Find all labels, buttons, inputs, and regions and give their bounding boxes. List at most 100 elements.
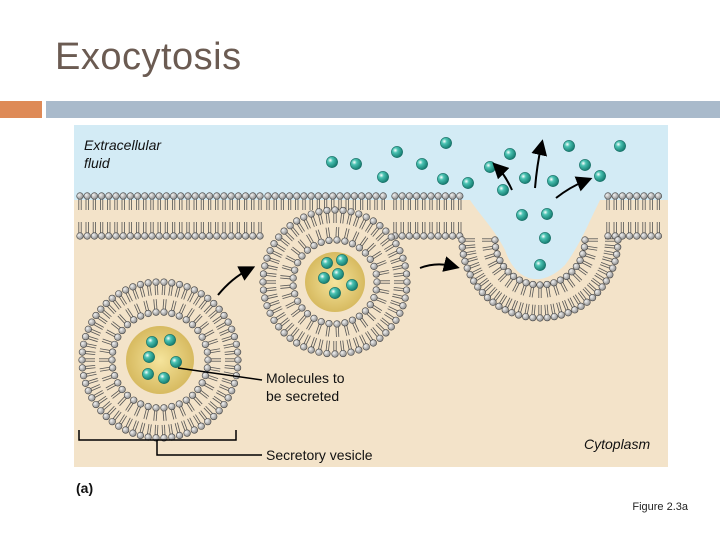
vesicle-lipid xyxy=(92,311,108,325)
vesicle-lipid xyxy=(201,338,219,349)
vesicle-lipid xyxy=(182,308,195,324)
title-accent-bar xyxy=(0,101,42,118)
membrane-lipid xyxy=(633,192,641,210)
vesicle-lipid xyxy=(122,286,133,303)
vesicle-lipid xyxy=(143,402,152,420)
vesicle-lipid xyxy=(181,283,191,300)
vesicle-lipid xyxy=(370,294,387,304)
released-molecule xyxy=(484,161,496,173)
vesicle-lipid xyxy=(390,254,407,265)
vesicle-lipid xyxy=(223,340,241,349)
pocket-lipid xyxy=(529,304,537,322)
vesicle-lipid xyxy=(280,282,297,290)
vesicle-lipid xyxy=(99,348,117,356)
vesicle-lipid xyxy=(129,420,139,437)
vesicle-lipid xyxy=(92,395,108,409)
pocket-lipid xyxy=(536,281,544,298)
vesicle-lipid xyxy=(160,404,168,421)
vesicle-lipid xyxy=(286,222,300,237)
vesicle-lipid xyxy=(315,229,325,246)
pocket-lipid xyxy=(550,279,560,296)
membrane-lipid xyxy=(141,222,149,240)
pocket-molecule xyxy=(534,259,546,271)
pocket-lipid xyxy=(492,262,508,276)
membrane-lipid xyxy=(83,192,91,210)
membrane-lipid xyxy=(177,222,185,240)
vesicle-lipid xyxy=(390,299,407,310)
molecules-leader-line xyxy=(177,367,263,381)
pocket-lipid xyxy=(458,243,476,251)
vesicle-lipid xyxy=(134,303,145,320)
released-molecule xyxy=(563,140,575,152)
membrane-lipid xyxy=(97,222,106,240)
vesicle-lipid xyxy=(117,391,132,406)
membrane-lipid xyxy=(191,222,199,240)
pocket-lipid xyxy=(463,261,480,272)
pocket-lipid xyxy=(458,236,475,244)
vesicle-lipid xyxy=(355,236,369,252)
vesicle-lipid xyxy=(194,321,210,335)
membrane-lipid xyxy=(420,222,428,240)
vesicle-lipid xyxy=(188,314,203,329)
vesicle-lipid xyxy=(203,364,221,372)
vesicle-molecule xyxy=(346,279,358,291)
vesicle-molecule xyxy=(142,368,154,380)
membrane-lipid xyxy=(76,192,84,210)
vesicle-lipid xyxy=(361,242,376,257)
membrane-lipid xyxy=(227,222,235,240)
vesicle-lipid xyxy=(281,290,299,300)
membrane-lipid xyxy=(119,192,127,210)
pocket-lipid xyxy=(504,272,518,288)
vesicle-lipid xyxy=(392,262,409,271)
vesicle-lipid xyxy=(341,228,350,245)
membrane-lipid xyxy=(625,192,634,210)
membrane-lipid xyxy=(405,192,414,210)
vesicle-lipid xyxy=(99,364,117,372)
pocket-lipid xyxy=(520,279,530,296)
vesicle-molecule xyxy=(158,372,170,384)
membrane-lipid xyxy=(293,192,301,210)
pocket-lipid xyxy=(605,236,622,244)
membrane-lipid xyxy=(372,192,380,210)
vesicle-lipid xyxy=(224,364,242,372)
vesicle-lipid xyxy=(81,377,99,387)
vesicle-lipid xyxy=(208,401,223,415)
pocket-lipid xyxy=(562,272,576,288)
vesicle-lipid xyxy=(361,307,376,322)
membrane-lipid xyxy=(413,192,421,210)
vesicle-lipid xyxy=(208,305,223,319)
plasma-membrane xyxy=(76,192,663,322)
vesicle-lipid xyxy=(352,210,363,227)
vesicle-lipid xyxy=(115,414,127,430)
membrane-lipid xyxy=(112,192,120,210)
vesicle-lipid xyxy=(355,312,369,328)
vesicle-lipid xyxy=(152,299,160,316)
vesicle-lipid xyxy=(339,206,347,224)
label-molecules-line1: Molecules to xyxy=(266,370,345,386)
vesicle-lipid xyxy=(97,401,112,415)
membrane-lipid xyxy=(427,192,435,210)
membrane-lipid xyxy=(350,192,359,210)
vesicle-lipid xyxy=(307,337,318,354)
slide-title: Exocytosis xyxy=(55,36,242,78)
vesicle-molecule xyxy=(164,334,176,346)
vesicle-lipid xyxy=(168,402,177,420)
arrow-release-up xyxy=(531,139,548,189)
vesicle-lipid xyxy=(81,333,99,343)
membrane-lipid xyxy=(76,222,84,240)
pocket-lipid xyxy=(482,243,500,251)
vesicle-lipid xyxy=(384,240,400,252)
vesicle-lipid xyxy=(370,222,384,237)
pocket-molecule xyxy=(539,232,551,244)
pocket-lipid xyxy=(561,300,572,317)
docking-vesicle xyxy=(259,206,411,358)
membrane-lipid xyxy=(441,222,450,240)
arrow-release-right xyxy=(555,176,593,199)
vesicle-lipid xyxy=(201,371,219,382)
vesicle-lipid xyxy=(79,340,97,349)
released-molecule xyxy=(594,170,606,182)
pocket-lipid xyxy=(597,267,614,279)
label-extracellular-line2: fluid xyxy=(84,155,111,171)
secreted-molecules xyxy=(142,137,626,384)
vesicle-lipid xyxy=(333,226,341,244)
